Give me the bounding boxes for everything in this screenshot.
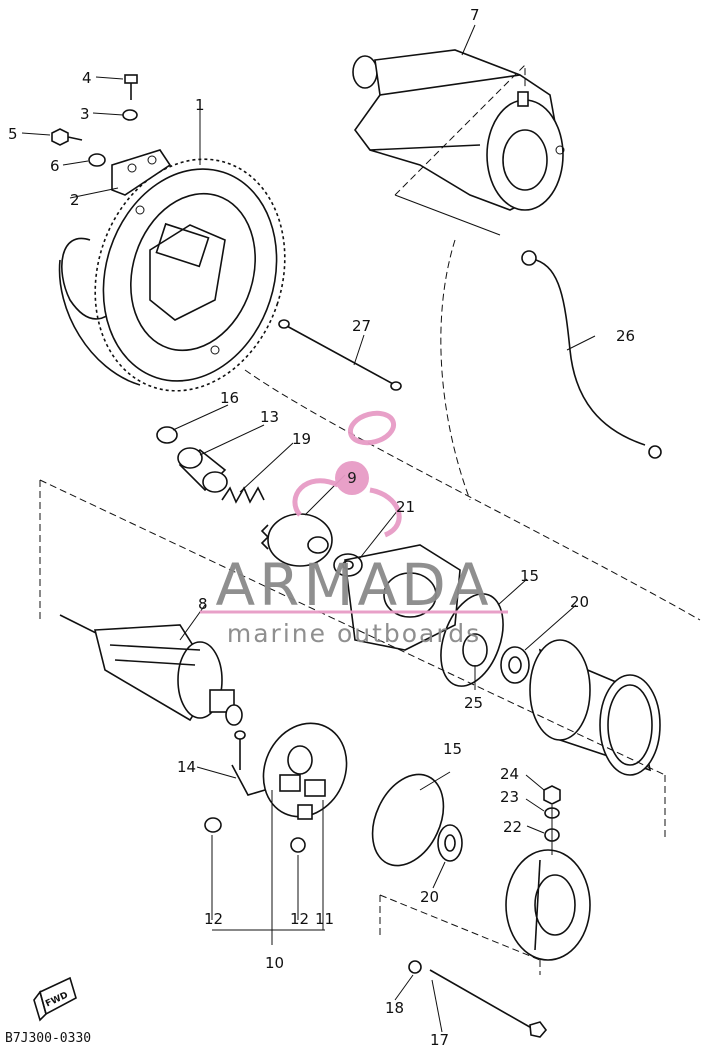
label-20-upper: 20 (570, 593, 589, 611)
through-bolt-part-27 (278, 319, 402, 391)
watermark-brand: ARMADA (215, 551, 492, 619)
o-ring-part-15 (440, 593, 504, 687)
brush-part-11 (297, 804, 313, 820)
starter-enclosure-edge (394, 194, 501, 236)
label-19: 19 (292, 430, 311, 448)
bolt-part-4 (124, 74, 138, 100)
alignment-sweep-line (440, 239, 471, 501)
label-16: 16 (220, 389, 239, 407)
nut-part-12-left (204, 817, 222, 833)
brush-lead-part-14 (231, 730, 266, 796)
label-8: 8 (198, 595, 208, 613)
propeller-hub-badge (335, 461, 369, 495)
rear-cover (505, 849, 591, 961)
watermark: 9 ARMADA marine outboards (200, 410, 508, 648)
label-4: 4 (82, 69, 92, 87)
starter-enclosure-line (394, 63, 526, 196)
label-11: 11 (315, 910, 334, 928)
label-15-upper: 15 (520, 567, 539, 585)
clip-part-16 (156, 426, 178, 444)
label-20-lower: 20 (420, 888, 439, 906)
label-18: 18 (385, 999, 404, 1017)
armature-part-8 (59, 614, 243, 726)
label-7: 7 (470, 6, 480, 24)
rear-dash (379, 894, 541, 975)
leader-bracket (211, 790, 325, 945)
label-23: 23 (500, 788, 519, 806)
o-ring-part-15-lower (371, 773, 445, 867)
label-12-left: 12 (204, 910, 223, 928)
label-12-right: 12 (290, 910, 309, 928)
watermark-tagline: marine outboards (227, 619, 481, 648)
label-27: 27 (352, 317, 371, 335)
washer-part-20 (500, 646, 530, 684)
label-2: 2 (70, 191, 80, 209)
washer-part-21 (333, 553, 363, 577)
label-13: 13 (260, 408, 279, 426)
label-14: 14 (177, 758, 196, 776)
brush-plate-part-10 (262, 722, 348, 818)
callout-labels: 1 2 3 4 5 6 7 8 10 11 12 12 13 14 15 15 … (8, 6, 635, 1049)
label-26: 26 (616, 327, 635, 345)
label-22: 22 (503, 818, 522, 836)
spring-part-19 (221, 486, 265, 504)
label-17: 17 (430, 1031, 449, 1049)
lead-wire-part-26 (521, 250, 662, 459)
fwd-direction-badge: FWD (33, 976, 77, 1022)
label-10: 10 (265, 954, 284, 972)
label-25: 25 (464, 694, 483, 712)
label-5: 5 (8, 125, 18, 143)
washer-part-20-lower (437, 824, 463, 862)
label-6: 6 (50, 157, 60, 175)
nut-part-12-right (290, 837, 306, 853)
mounting-bracket (111, 149, 172, 196)
terminal-nut-part-24 (543, 785, 561, 805)
propeller-logo-icon (292, 410, 402, 538)
bolt-part-5 (51, 128, 83, 146)
label-1: 1 (195, 96, 205, 114)
badge-number: 9 (347, 469, 357, 487)
starter-motor-assembly (352, 49, 565, 211)
washer-part-3 (122, 109, 138, 121)
washer-part-18 (408, 960, 422, 974)
assembly-dash-top (39, 479, 666, 776)
label-24: 24 (500, 765, 519, 783)
flywheel-ring-gear (58, 158, 286, 392)
label-15-lower: 15 (443, 740, 462, 758)
leader-lines (21, 24, 596, 1033)
nut-part-6 (88, 153, 106, 167)
collar-part-13 (177, 447, 228, 493)
label-21: 21 (396, 498, 415, 516)
yoke-housing (529, 639, 661, 776)
front-cover (344, 544, 461, 651)
diagram-code: B7J300-0330 (5, 1031, 91, 1046)
bolt-part-17 (429, 969, 548, 1038)
label-3: 3 (80, 105, 90, 123)
